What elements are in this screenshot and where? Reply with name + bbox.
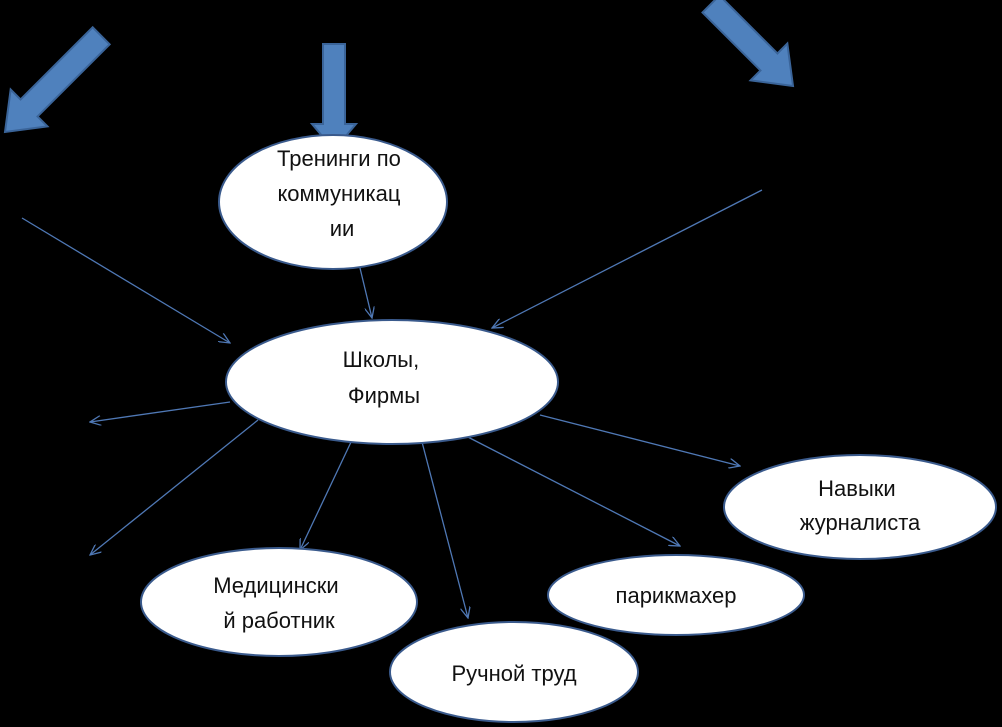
node-schools: Школы, Фирмы bbox=[225, 319, 559, 445]
block-arrow-left-icon bbox=[3, 25, 112, 134]
block-arrow-right-icon bbox=[701, 0, 795, 88]
connector-right-to-schools bbox=[492, 189, 763, 328]
node-journalist-line-1: Навыки bbox=[818, 476, 896, 501]
connector-left-to-schools bbox=[21, 217, 230, 343]
node-journalist-line-2: журналиста bbox=[800, 510, 921, 535]
connector-schools-to-left-blank bbox=[90, 401, 231, 422]
node-hairdresser: парикмахер bbox=[547, 554, 805, 636]
connector-schools-to-journalist bbox=[539, 414, 740, 466]
node-schools-line-1: Школы, bbox=[343, 347, 420, 372]
connector-schools-to-medical bbox=[300, 439, 353, 550]
node-medical: Медицински й работник bbox=[140, 547, 418, 657]
node-trainings: Тренинги по коммуникац ии bbox=[218, 134, 448, 270]
svg-text:Школы, Фирмы: Школы, Фирмы bbox=[343, 347, 426, 408]
svg-text:Ручной труд: Ручной труд bbox=[451, 661, 576, 686]
node-medical-line-2: й работник bbox=[223, 608, 335, 633]
svg-text:Навыки журналиста: Навыки журналиста bbox=[800, 476, 921, 535]
node-trainings-line-3: ии bbox=[330, 216, 355, 241]
connector-schools-to-hairdresser bbox=[461, 433, 680, 546]
node-manual-line-1: Ручной труд bbox=[451, 661, 576, 686]
node-journalist: Навыки журналиста bbox=[723, 454, 997, 560]
node-schools-line-2: Фирмы bbox=[348, 383, 420, 408]
connector-trainings-to-schools bbox=[359, 267, 372, 318]
node-manual: Ручной труд bbox=[389, 621, 639, 723]
node-trainings-line-1: Тренинги по bbox=[277, 146, 401, 171]
svg-text:Медицински й работник: Медицински й работник bbox=[213, 573, 345, 633]
svg-text:Тренинги по коммуникац: Тренинги по коммуникац ии bbox=[277, 146, 407, 241]
node-hairdresser-line-1: парикмахер bbox=[616, 583, 737, 608]
node-medical-line-1: Медицински bbox=[213, 573, 338, 598]
connector-schools-to-manual bbox=[421, 441, 468, 618]
connector-schools-to-lower-left-blank bbox=[90, 419, 259, 555]
svg-text:парикмахер: парикмахер bbox=[616, 583, 737, 608]
block-arrow-down-icon bbox=[309, 43, 359, 152]
node-trainings-line-2: коммуникац bbox=[277, 181, 400, 206]
